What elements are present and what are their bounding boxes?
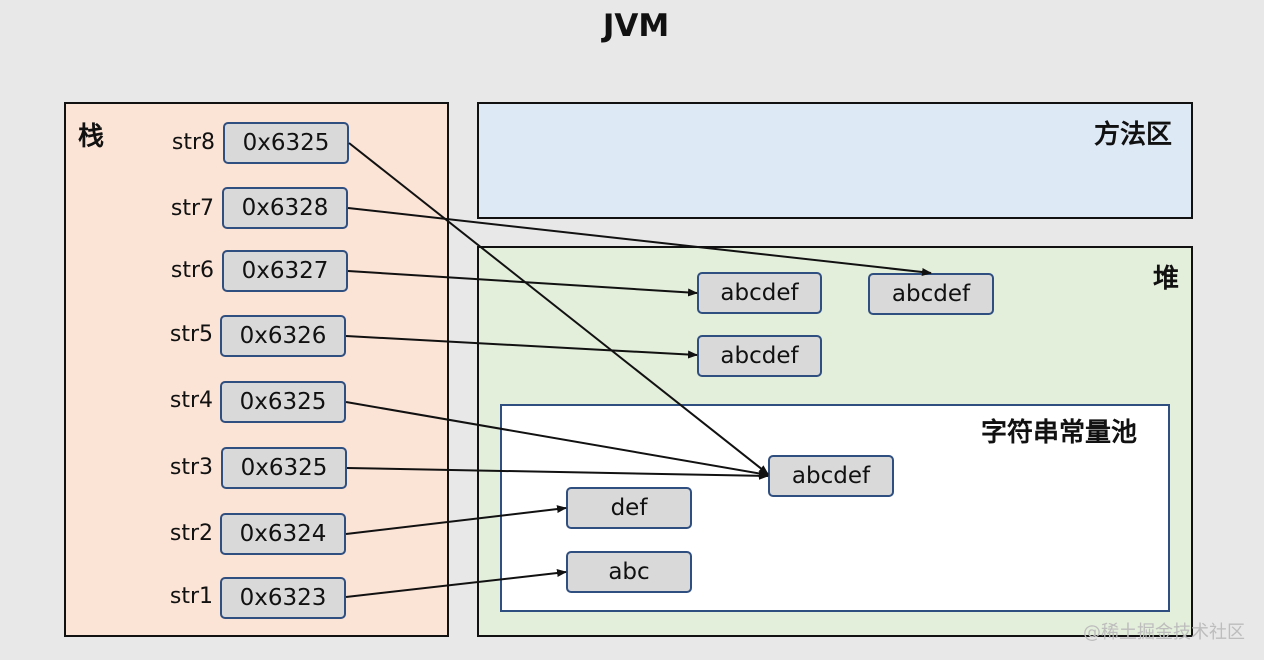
address-box-str8: 0x6325 bbox=[223, 122, 349, 164]
diagram-title: JVM bbox=[602, 8, 670, 44]
var-name-str2: str2 bbox=[169, 521, 213, 546]
heap-object-0x6328: abcdef bbox=[868, 273, 994, 315]
var-name-str7: str7 bbox=[170, 196, 214, 221]
heap-object-0x6327: abcdef bbox=[697, 272, 822, 314]
arrow-str5 bbox=[345, 335, 698, 359]
method-area-label: 方法区 bbox=[1094, 120, 1173, 150]
arrow-str3 bbox=[346, 467, 769, 480]
arrow-str7 bbox=[347, 207, 932, 276]
var-name-str4: str4 bbox=[169, 388, 213, 413]
watermark: @稀土掘金技术社区 bbox=[1083, 622, 1245, 643]
heap-label: 堆 bbox=[1153, 264, 1180, 294]
address-box-str7: 0x6328 bbox=[222, 187, 348, 229]
address-box-str6: 0x6327 bbox=[222, 250, 348, 292]
var-name-str3: str3 bbox=[169, 455, 213, 480]
arrow-str1 bbox=[345, 569, 567, 598]
heap-object-0x6326: abcdef bbox=[697, 335, 822, 377]
var-name-str1: str1 bbox=[169, 584, 213, 609]
address-box-str2: 0x6324 bbox=[220, 513, 346, 555]
stack-label: 栈 bbox=[78, 122, 105, 152]
string-pool-label: 字符串常量池 bbox=[981, 418, 1138, 448]
arrow-str6 bbox=[347, 270, 698, 297]
address-box-str3: 0x6325 bbox=[221, 447, 347, 489]
pool-object-abc: abc bbox=[566, 551, 692, 593]
method-area-region bbox=[477, 102, 1193, 219]
var-name-str8: str8 bbox=[171, 130, 215, 155]
arrow-str2 bbox=[345, 505, 567, 535]
pool-object-abcdef: abcdef bbox=[768, 455, 894, 497]
pool-object-def: def bbox=[566, 487, 692, 529]
var-name-str6: str6 bbox=[170, 258, 214, 283]
arrow-str8 bbox=[348, 142, 769, 475]
address-box-str1: 0x6323 bbox=[220, 577, 346, 619]
var-name-str5: str5 bbox=[169, 322, 213, 347]
address-box-str4: 0x6325 bbox=[220, 381, 346, 423]
arrow-str4 bbox=[345, 401, 769, 478]
address-box-str5: 0x6326 bbox=[220, 315, 346, 357]
